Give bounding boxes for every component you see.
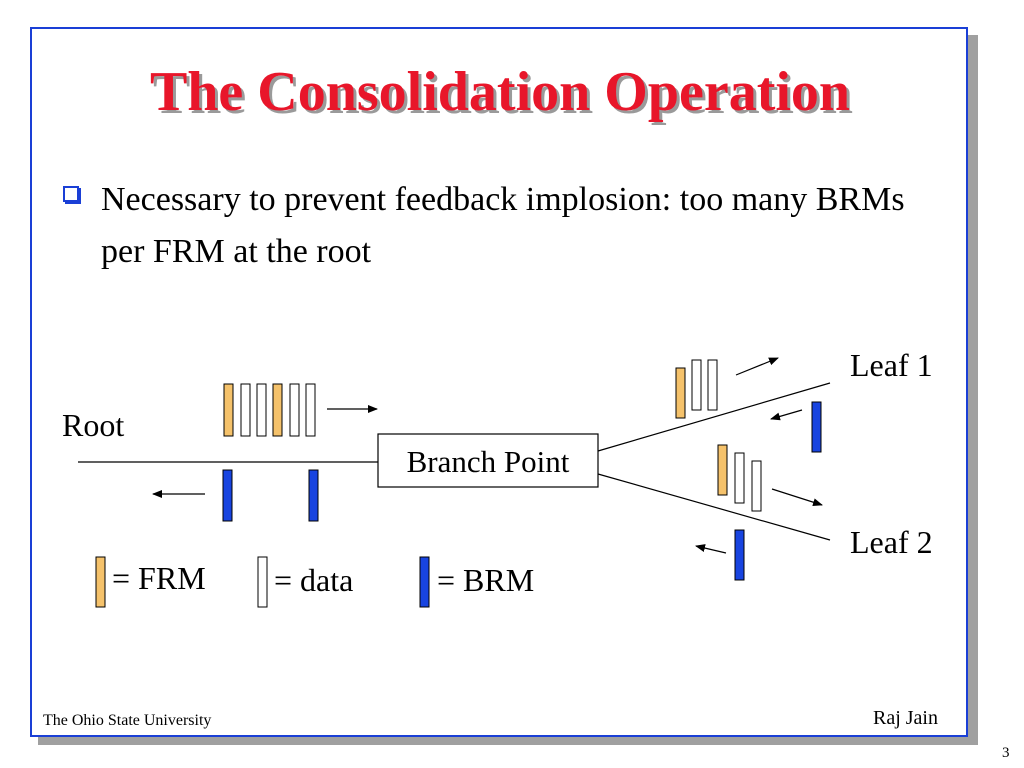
leaf2-forward-arrow xyxy=(771,488,823,507)
legend-brm-swatch xyxy=(419,556,430,608)
brm-cell xyxy=(222,469,233,522)
legend-frm-swatch xyxy=(95,556,106,608)
leaf1-link-line xyxy=(597,382,831,452)
data-cell xyxy=(289,383,300,437)
brm-cell xyxy=(308,469,319,522)
legend-data-label: = data xyxy=(274,562,353,598)
data-cell xyxy=(751,460,762,512)
brm-cell xyxy=(811,401,822,453)
leaf1-label: Leaf 1 xyxy=(850,347,933,383)
bullet-text: Necessary to prevent feedback implosion:… xyxy=(101,181,905,270)
legend-frm-label: = FRM xyxy=(112,560,206,596)
data-cell xyxy=(256,383,267,437)
footer-university: The Ohio State University xyxy=(43,712,212,729)
leaf2-link-line xyxy=(597,473,831,541)
frm-cell xyxy=(223,383,234,437)
data-cell xyxy=(707,359,718,411)
square-bullet-icon xyxy=(63,186,79,202)
data-cell xyxy=(734,452,745,504)
page-number: 3 xyxy=(1002,745,1010,761)
data-cell xyxy=(691,359,702,411)
leaf2-backward-arrow xyxy=(695,544,727,554)
legend-data-swatch xyxy=(257,556,268,608)
brm-cell xyxy=(734,529,745,581)
frm-cell xyxy=(272,383,283,437)
leaf1-forward-arrow xyxy=(735,357,779,376)
data-cell xyxy=(305,383,316,437)
branch-point-box xyxy=(377,433,599,488)
footer-author: Raj Jain xyxy=(873,707,938,729)
leaf1-backward-arrow xyxy=(770,409,803,421)
leaf2-label: Leaf 2 xyxy=(850,524,933,560)
slide-title: The Consolidation Operation xyxy=(149,61,851,123)
root-label: Root xyxy=(62,407,124,443)
slide-frame xyxy=(30,27,968,737)
frm-cell xyxy=(717,444,728,496)
frm-cell xyxy=(675,367,686,419)
legend-brm-label: = BRM xyxy=(437,562,534,598)
branch-point-label: Branch Point xyxy=(407,444,570,479)
data-cell xyxy=(240,383,251,437)
